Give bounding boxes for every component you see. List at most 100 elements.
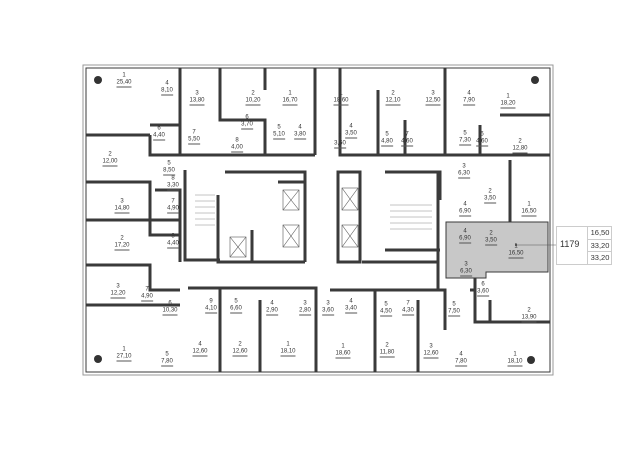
room-area: 6,60 — [230, 305, 242, 314]
room-area: 7,90 — [463, 97, 475, 106]
room-area: 6,30 — [458, 170, 470, 179]
living-area: 16,50 — [587, 227, 612, 239]
room-number: 7 — [192, 129, 196, 136]
room-area: 12,60 — [423, 350, 439, 359]
room-number: 3 — [303, 300, 307, 307]
apartment-legend[interactable]: 1179 16,50 33,20 33,20 — [556, 226, 612, 265]
total-area: 33,20 — [587, 239, 612, 252]
room-number: 3 — [462, 163, 466, 170]
walls — [86, 68, 550, 372]
room-area: 25,40 — [116, 79, 132, 88]
room-area: 14,80 — [114, 205, 130, 214]
room-number: 2 — [518, 138, 522, 145]
room-number: 1 — [288, 90, 292, 97]
room-area: 8,50 — [163, 167, 175, 176]
room-area: 12,60 — [192, 348, 208, 357]
room-area: 4,60 — [476, 138, 488, 147]
room-area: 18,60 — [335, 350, 351, 359]
building-outline — [82, 64, 554, 376]
room-area: 3,70 — [241, 121, 253, 130]
room-area: 13,90 — [521, 314, 537, 323]
room-number: 6 — [480, 131, 484, 138]
room-number: 3 — [431, 90, 435, 97]
room-area: 16,50 — [521, 208, 537, 217]
room-area: 6,30 — [460, 268, 472, 277]
room-area: 16,50 — [508, 250, 524, 259]
room-area: 8,10 — [161, 87, 173, 96]
columns — [94, 76, 539, 364]
room-number: 3 — [464, 261, 468, 268]
room-area: 12,10 — [385, 97, 401, 106]
room-number: 4 — [459, 351, 463, 358]
room-area: 4,40 — [167, 240, 179, 249]
room-area: 5,10 — [273, 131, 285, 140]
room-area: 18,10 — [280, 348, 296, 357]
room-area: 18,60 — [333, 97, 349, 106]
room-area: 11,80 — [379, 349, 395, 358]
room-area: 12,20 — [110, 290, 126, 299]
room-number: 4 — [349, 298, 353, 305]
room-number: 2 — [251, 90, 255, 97]
room-number: 1 — [286, 341, 290, 348]
room-number: 2 — [108, 151, 112, 158]
room-area: 3,60 — [322, 307, 334, 316]
room-number: 2 — [391, 90, 395, 97]
room-number: 4 — [463, 228, 467, 235]
room-number: 4 — [467, 90, 471, 97]
room-area: 3,40 — [345, 305, 357, 314]
room-area: 18,10 — [507, 358, 523, 367]
room-area: 27,10 — [116, 353, 132, 362]
room-number: 4 — [165, 80, 169, 87]
room-area: 18,20 — [500, 100, 516, 109]
room-number: 4 — [270, 300, 274, 307]
room-area: 4,90 — [141, 293, 153, 302]
selected-apartment-1179[interactable] — [445, 221, 549, 279]
room-number: 1 — [527, 201, 531, 208]
room-number: 4 — [463, 201, 467, 208]
room-area: 4,10 — [205, 305, 217, 314]
room-number: 1 — [122, 346, 126, 353]
room-number: 5 — [277, 124, 281, 131]
room-number: 6 — [168, 300, 172, 307]
total-area-with-balcony: 33,20 — [587, 251, 612, 264]
room-area: 6,90 — [459, 208, 471, 217]
room-number: 2 — [385, 342, 389, 349]
room-number: 5 — [167, 160, 171, 167]
room-number: 4 — [349, 123, 353, 130]
room-number: 4 — [298, 124, 302, 131]
room-area: 3,50 — [484, 195, 496, 204]
stairs — [195, 194, 432, 230]
room-area: 10,20 — [245, 97, 261, 106]
room-area: 12,80 — [512, 145, 528, 154]
room-number: 2 — [488, 188, 492, 195]
room-number: 1 — [514, 243, 518, 250]
room-number: 7 — [145, 286, 149, 293]
room-number: 8 — [171, 233, 175, 240]
